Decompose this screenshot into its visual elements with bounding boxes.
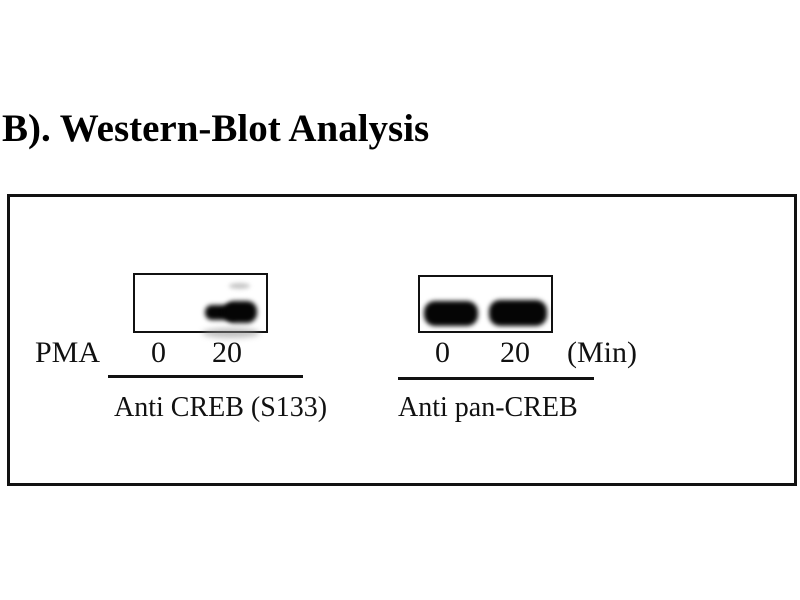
unit-label: (Min) (567, 336, 637, 369)
antibody-label-anti-creb-s133: Anti CREB (S133) (114, 392, 328, 423)
antibody-label-anti-pan-creb: Anti pan-CREB (398, 392, 578, 423)
wb-band-pan-lane-0 (424, 301, 478, 326)
lane-label-pan-20: 20 (500, 336, 530, 369)
lane-label-pan-0: 0 (435, 336, 450, 369)
page-title: B). Western-Blot Analysis (2, 107, 430, 150)
faint-smudge-top (229, 283, 250, 289)
faint-smudge-bottom (202, 328, 260, 338)
lane-label-phospho-20: 20 (212, 336, 242, 369)
wb-band-phospho-lane-20-core (224, 301, 257, 323)
figure-outer-box (7, 194, 797, 486)
treatment-label: PMA (35, 336, 101, 369)
underline-anti-pan-creb (398, 377, 594, 380)
lane-label-phospho-0: 0 (151, 336, 166, 369)
wb-band-pan-lane-20 (489, 300, 547, 326)
underline-anti-creb-s133 (108, 375, 303, 378)
